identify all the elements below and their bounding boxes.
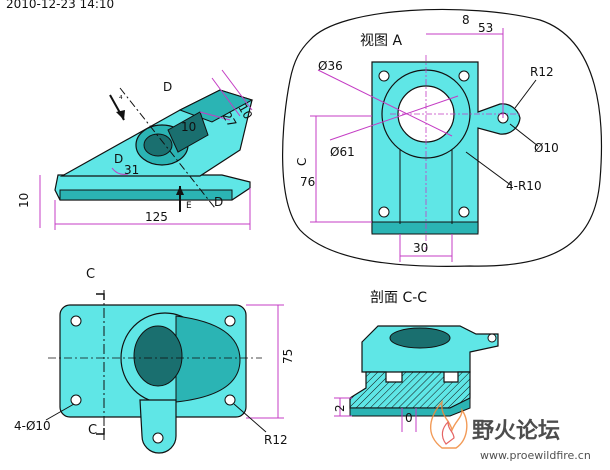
top-view-leader-lines: [45, 403, 267, 433]
view-a-label-c: C: [295, 158, 309, 166]
top-view-lug: [139, 399, 177, 454]
iso-arrow-tag-bottom: E: [186, 201, 192, 211]
timestamp: 2010-12-23 14:10: [6, 0, 114, 11]
iso-dimension-lines: [39, 69, 253, 230]
watermark-brand: 野火论坛: [472, 418, 560, 444]
view-a-hole-tl: [378, 70, 390, 82]
top-view-hole-bl: [70, 394, 82, 406]
top-view-r12: R12: [264, 433, 288, 447]
view-a-hole-bl: [378, 206, 390, 218]
watermark: 野火论坛 www.proewildfire.cn: [430, 399, 591, 462]
iso-arrow-tag-top: ⁴: [119, 95, 123, 105]
iso-label-d-bottom: D: [214, 195, 223, 209]
iso-section-line: [119, 87, 216, 209]
view-a-dim-30: 30: [413, 241, 428, 255]
view-a-dim-76: 76: [300, 175, 315, 189]
iso-dim-27: 27: [219, 110, 239, 130]
iso-dim-10-inner: 10: [181, 120, 196, 134]
iso-dim-10-left: 10: [17, 193, 31, 208]
view-a-leader-lines: [465, 79, 539, 187]
top-view-dim-75: 75: [281, 349, 295, 364]
section-view-ear-hole: [487, 333, 497, 343]
view-a-dia10: Ø10: [534, 141, 559, 155]
view-a-hole-tr: [458, 70, 470, 82]
iso-dim-125: 125: [145, 210, 168, 224]
view-a-dim-8: 8: [462, 13, 470, 27]
section-view-dim-2: 2: [333, 404, 347, 412]
top-view-holes-label: 4-Ø10: [14, 419, 51, 433]
top-view-hole-br: [224, 394, 236, 406]
view-a: 视图 A: [282, 8, 603, 267]
section-view-dim-0: 0: [405, 411, 413, 425]
view-a-title: 视图 A: [360, 33, 402, 49]
top-view-label-c-bottom: C: [88, 423, 97, 438]
section-view: 剖面 C-C 2 0: [333, 290, 499, 432]
view-a-dia36: Ø36: [318, 59, 343, 73]
iso-label-d-mid: D: [114, 152, 123, 166]
iso-dim-10-right: 10: [235, 102, 255, 122]
iso-boss-hole: [143, 133, 173, 157]
iso-base-front-face: [59, 189, 233, 201]
top-view: C C 75 4-Ø10 R12: [14, 267, 295, 454]
section-view-hatch: [349, 371, 471, 409]
view-a-cloud-outline: [282, 8, 603, 267]
top-view-boss-side: [175, 315, 241, 403]
top-view-dimension-lines: [246, 304, 284, 419]
view-a-dia61: Ø61: [330, 145, 355, 159]
view-a-dimension-lines: [310, 28, 504, 262]
iso-label-d-top: D: [163, 80, 172, 94]
view-a-r12: R12: [530, 65, 554, 79]
view-a-hole-br: [458, 206, 470, 218]
top-view-bore: [133, 325, 183, 387]
section-view-bore: [389, 327, 451, 349]
top-view-hole-tr: [224, 315, 236, 327]
watermark-flame-icon: [430, 399, 468, 449]
iso-view: ⁴ E D D D 10 27 10 31 10 125: [17, 69, 255, 230]
iso-view-arrow-top: ⁴: [109, 94, 125, 121]
iso-view-arrow-bottom: E: [176, 186, 192, 212]
top-view-label-c-top: C: [86, 267, 95, 282]
section-view-title: 剖面 C-C: [370, 290, 427, 306]
top-view-lug-hole: [152, 432, 164, 444]
iso-rib: [167, 111, 209, 153]
iso-dim-31: 31: [124, 163, 139, 177]
view-a-bottom-edge: [371, 221, 479, 235]
watermark-url: www.proewildfire.cn: [480, 449, 591, 462]
section-view-dimension-lines: [334, 397, 417, 432]
view-a-r10: 4-R10: [506, 179, 542, 193]
top-view-hole-tl: [70, 315, 82, 327]
view-a-dim-53: 53: [478, 21, 493, 35]
